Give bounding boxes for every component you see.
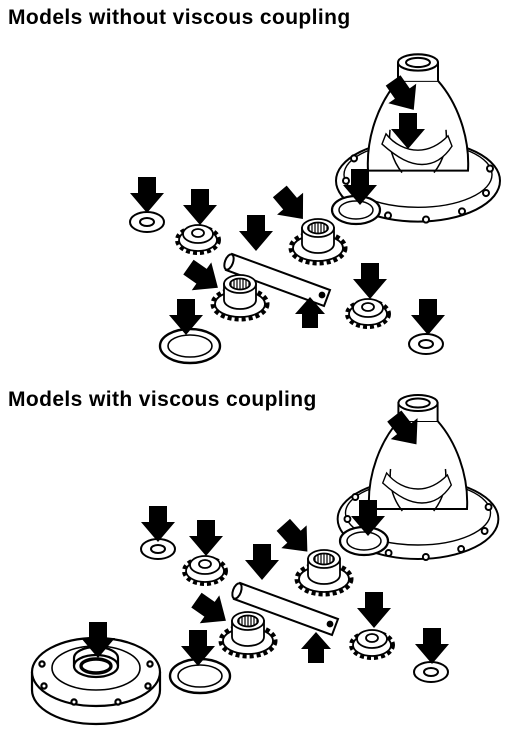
exploded-view-with-viscous-coupling [30, 394, 500, 726]
arrow-icon [183, 189, 217, 225]
thrust-washer-icon [413, 661, 449, 683]
arrow-icon [415, 628, 449, 664]
thrust-washer-icon [408, 333, 444, 355]
pinion-gear-icon [345, 297, 391, 329]
side-gear-icon [297, 550, 351, 594]
heading-without-viscous-coupling: Models without viscous coupling [8, 6, 351, 29]
thrust-washer-icon [129, 211, 165, 233]
arrow-icon [186, 586, 236, 635]
thrust-ring-icon [168, 657, 232, 695]
arrow-icon [245, 544, 279, 580]
side-gear-icon [221, 612, 275, 656]
arrow-icon [411, 299, 445, 335]
pinion-gear-icon [175, 223, 221, 255]
pinion-gear-icon [349, 628, 395, 660]
arrow-icon [239, 215, 273, 251]
pinion-gear-icon [182, 554, 228, 586]
side-gear-icon [291, 219, 345, 263]
arrow-icon [353, 263, 387, 299]
arrow-icon [130, 177, 164, 213]
arrow-icon [301, 632, 331, 663]
thrust-ring-icon [158, 327, 222, 365]
exploded-view-without-viscous-coupling [129, 53, 502, 365]
heading-with-viscous-coupling: Models with viscous coupling [8, 388, 317, 411]
arrow-icon [357, 592, 391, 628]
arrow-icon [141, 506, 175, 542]
arrow-icon [189, 520, 223, 556]
